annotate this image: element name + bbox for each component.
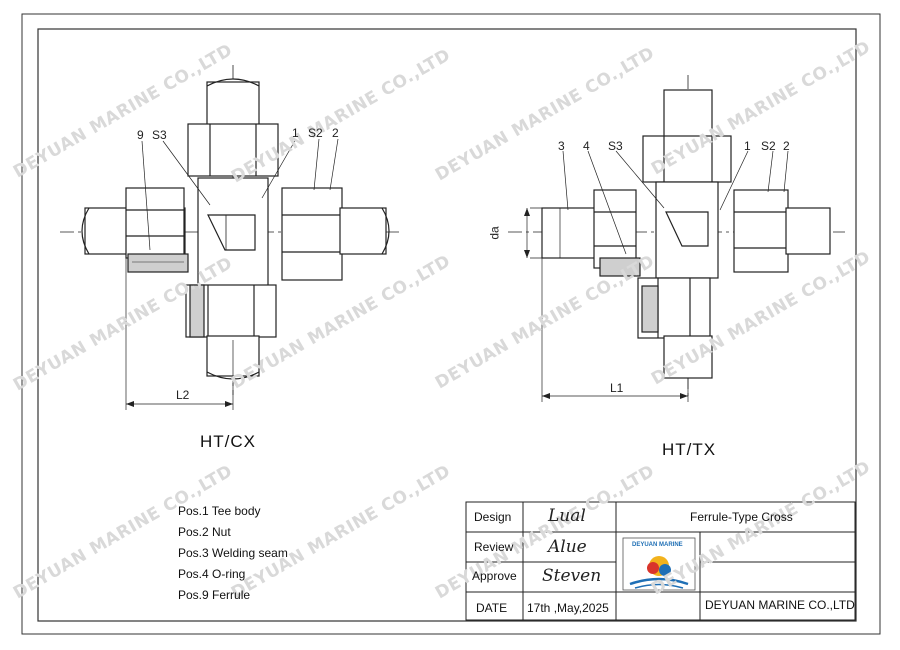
position-item: Pos.4 O-ring xyxy=(178,567,246,581)
dimension-da: da xyxy=(487,226,502,240)
label-pos-2: 2 xyxy=(783,139,790,153)
view-title-left: HT/CX xyxy=(200,432,256,451)
view-ht-cx xyxy=(60,65,400,410)
outer-border xyxy=(21,13,881,635)
date-label: DATE xyxy=(476,601,508,615)
position-item: Pos.9 Ferrule xyxy=(178,588,251,602)
label-pos-4: 4 xyxy=(583,139,590,153)
label-pos-1: 1 xyxy=(744,139,751,153)
label-pos-9: 9 xyxy=(137,128,144,142)
label-s3: S3 xyxy=(152,128,167,142)
view-title-right: HT/TX xyxy=(662,440,717,459)
position-item: Pos.3 Welding seam xyxy=(178,546,288,560)
product-name: Ferrule-Type Cross xyxy=(690,510,793,524)
logo-text: DEYUAN MARINE xyxy=(632,542,683,548)
label-pos-3: 3 xyxy=(558,139,565,153)
label-s2: S2 xyxy=(308,126,323,140)
approve-signature: Steven xyxy=(542,566,602,586)
dimension-l2: L2 xyxy=(176,388,190,402)
review-label: Review xyxy=(474,540,514,554)
label-pos-2: 2 xyxy=(332,126,339,140)
position-item: Pos.2 Nut xyxy=(178,525,231,539)
company-logo xyxy=(622,537,696,591)
company-name: DEYUAN MARINE CO.,LTD xyxy=(705,598,855,612)
dimension-l1: L1 xyxy=(610,381,624,395)
inner-border xyxy=(37,28,857,622)
position-item: Pos.1 Tee body xyxy=(178,504,261,518)
label-s2: S2 xyxy=(761,139,776,153)
date-value: 17th ,May,2025 xyxy=(527,601,609,615)
title-block xyxy=(465,501,856,621)
view-ht-tx xyxy=(508,75,845,402)
positions-list: Pos.1 Tee body Pos.2 Nut Pos.3 Welding s… xyxy=(178,501,288,606)
design-signature: Lual xyxy=(548,506,586,526)
label-s3: S3 xyxy=(608,139,623,153)
review-signature: Alue xyxy=(548,537,587,557)
design-label: Design xyxy=(474,510,512,524)
label-pos-1: 1 xyxy=(292,126,299,140)
approve-label: Approve xyxy=(472,569,517,583)
